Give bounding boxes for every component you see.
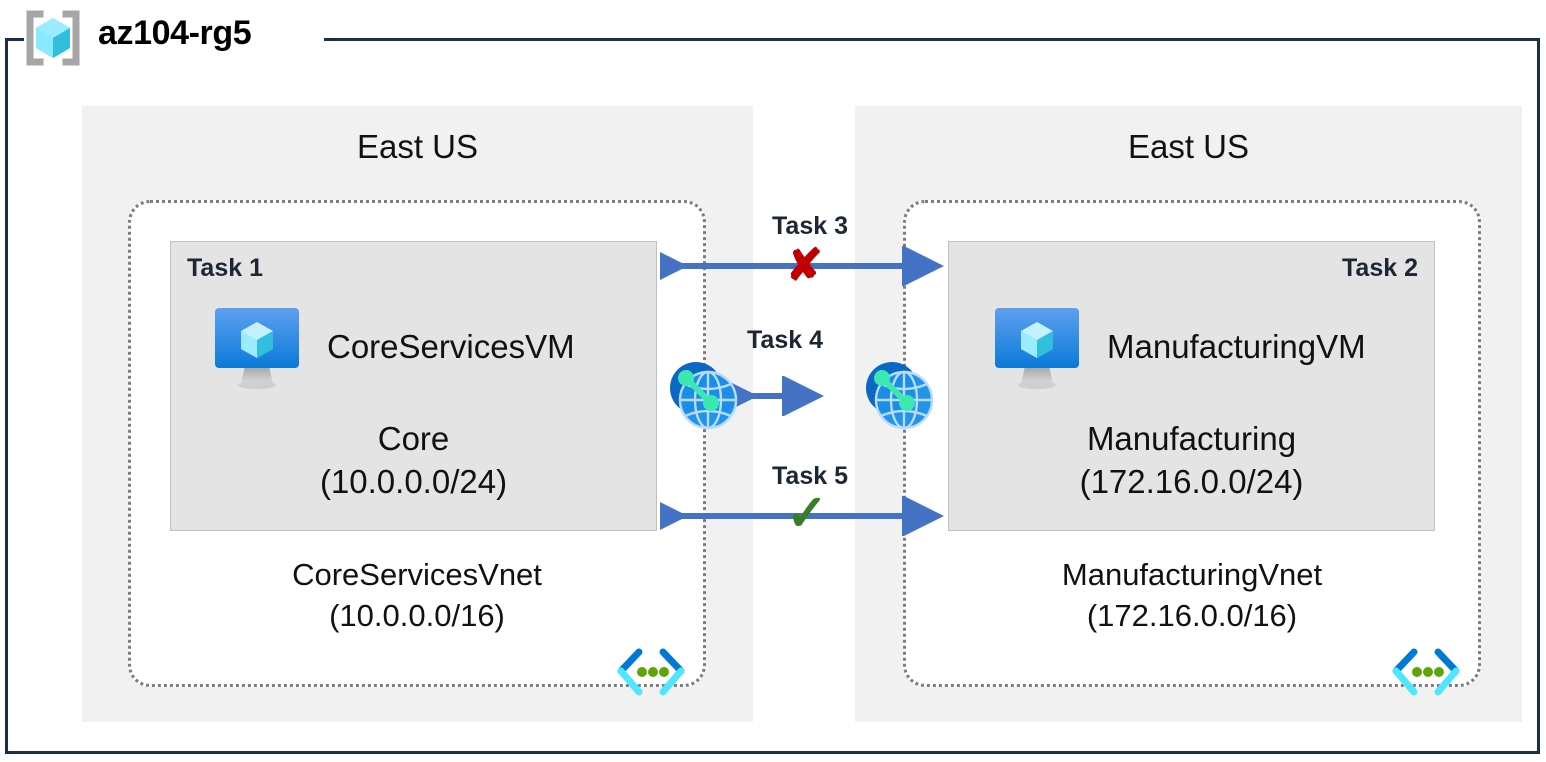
vnet-peering-icon [664,356,740,432]
vm-name-coreservices: CoreServicesVM [327,328,575,365]
region-panel-left: East US Task 1 [82,106,753,722]
subnet-manufacturing: Task 2 [948,241,1435,531]
virtual-machine-icon [211,304,303,390]
subnet-label-manufacturing: Manufacturing (172.16.0.0/24) [949,418,1434,504]
vnet-cidr-manufacturing: (172.16.0.0/16) [1086,597,1298,633]
vnet-peering-icon [860,356,936,432]
subnet-name-core: Core [377,420,450,457]
connection-label-task5: Task 5 [772,462,848,490]
vm-row-coreservices: CoreServicesVM [171,304,696,390]
vnet-icon [1388,646,1464,700]
subnet-cidr-core: (10.0.0.0/24) [319,462,508,500]
allowed-check-icon: ✓ [786,485,828,541]
vnet-name-manufacturing: ManufacturingVnet [1061,557,1323,592]
vnet-name-coreservices: CoreServicesVnet [292,557,542,592]
virtual-machine-icon [991,304,1083,390]
connection-label-task4: Task 4 [747,326,823,354]
subnet-label-core: Core (10.0.0.0/24) [171,418,656,504]
connection-task4: Task 4 [700,326,870,416]
vnet-label-manufacturing: ManufacturingVnet (172.16.0.0/16) [906,555,1478,637]
arrow-task4 [716,376,824,416]
connection-label-task3: Task 3 [772,212,848,240]
connection-task3: Task 3 ✘ [660,212,960,292]
subnet-cidr-manufacturing: (172.16.0.0/24) [1079,462,1304,500]
resource-group-cube-icon [22,10,84,66]
vnet-coreservices: Task 1 [128,200,706,696]
region-name-left: East US [356,128,479,165]
task-tag-2: Task 2 [1342,254,1418,282]
task-tag-1: Task 1 [187,254,263,282]
vnet-icon [613,646,689,700]
vm-name-manufacturing: ManufacturingVM [1107,328,1366,365]
vnet-cidr-coreservices: (10.0.0.0/16) [329,597,505,633]
connection-task5: Task 5 ✓ [660,462,960,552]
resource-group-frame [5,38,1540,754]
subnet-core: Task 1 [170,241,657,531]
arrow-task5 [660,496,944,536]
subnet-name-manufacturing: Manufacturing [1086,420,1297,457]
vnet-label-coreservices: CoreServicesVnet (10.0.0.0/16) [131,555,703,637]
arrow-task3 [660,246,944,286]
resource-group-name: az104-rg5 [98,14,252,52]
vm-row-manufacturing: ManufacturingVM [949,304,1476,390]
region-panel-right: East US Task 2 [855,106,1522,722]
region-name-right: East US [1127,128,1250,165]
vnet-manufacturing: Task 2 [903,200,1481,696]
blocked-cross-icon: ✘ [786,241,823,290]
